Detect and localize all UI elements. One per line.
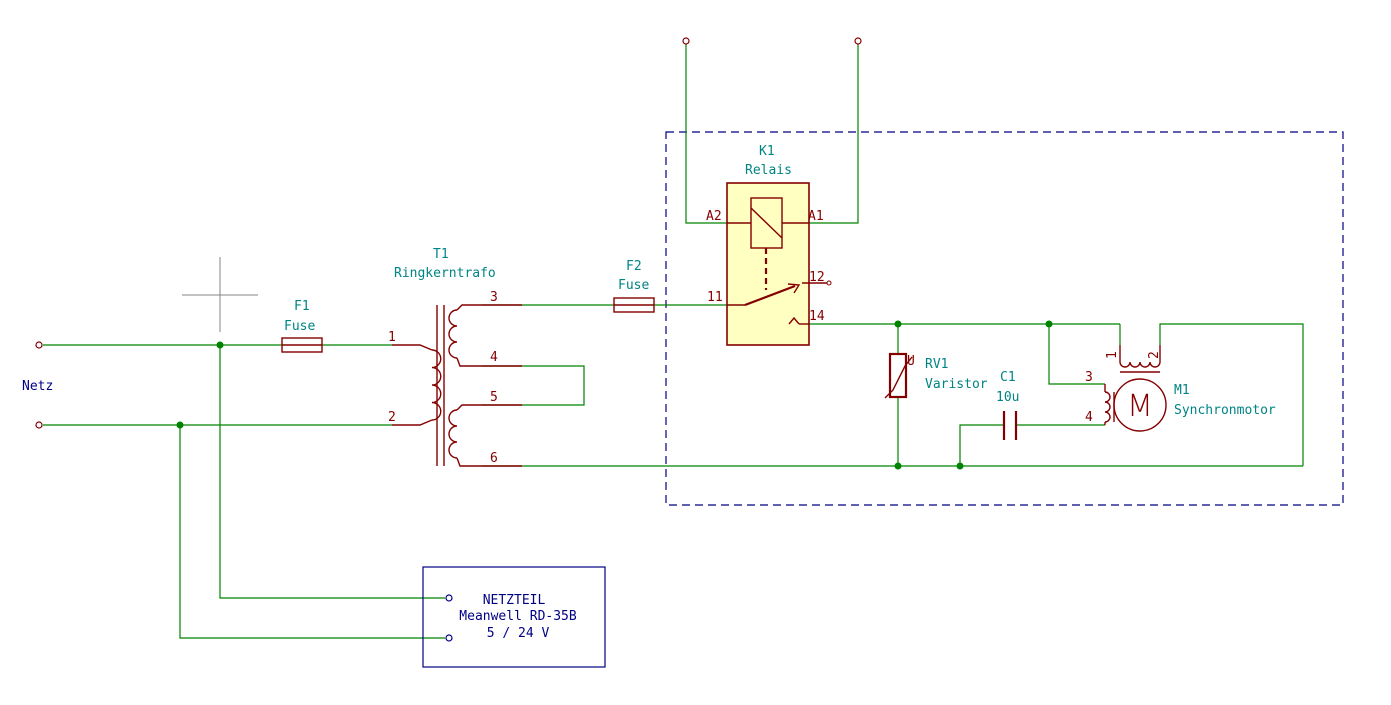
t1-ref: T1	[433, 247, 449, 262]
varistor-rv1: U RV1 Varistor	[884, 352, 988, 399]
terminals	[35, 37, 862, 429]
psu-netzteil: NETZTEIL Meanwell RD-35B 5 / 24 V	[422, 566, 606, 668]
rv1-u-label: U	[907, 354, 915, 369]
k1-pin-a2: A2	[706, 209, 722, 224]
enclosure-boundary	[665, 131, 1344, 506]
k1-pin-a1: A1	[808, 209, 824, 224]
t1-value: Ringkerntrafo	[394, 266, 496, 281]
rv1-value: Varistor	[925, 377, 988, 392]
c1-value: 10u	[996, 390, 1019, 405]
t1-pin-5: 5	[490, 390, 498, 405]
c1-ref: C1	[1000, 370, 1016, 385]
k1-value: Relais	[745, 163, 792, 178]
m1-m-label: M	[1127, 389, 1153, 424]
relay-k1: K1 Relais A2 A1 11 12 14	[706, 144, 832, 346]
netz-label: Netz	[22, 379, 53, 394]
m1-pin-3: 3	[1085, 370, 1093, 385]
t1-pin-1: 1	[388, 330, 396, 345]
motor-m1: M 1 2 3 4 M1 Synchronmotor	[1085, 345, 1276, 432]
f1-value: Fuse	[284, 319, 315, 334]
capacitor-c1: C1 10u	[996, 370, 1019, 440]
m1-value: Synchronmotor	[1174, 403, 1276, 418]
rv1-ref: RV1	[925, 357, 948, 372]
fuse-f1: F1 Fuse	[281, 299, 323, 353]
m1-pin-2: 2	[1147, 351, 1162, 359]
f1-ref: F1	[294, 299, 310, 314]
psu-title: NETZTEIL	[483, 593, 546, 608]
t1-pin-3: 3	[490, 290, 498, 305]
psu-voltage: 5 / 24 V	[487, 626, 550, 641]
k1-pin-11: 11	[707, 290, 723, 305]
t1-pin-6: 6	[490, 451, 498, 466]
t1-pin-4: 4	[490, 350, 498, 365]
wires	[43, 44, 1304, 639]
t1-pin-2: 2	[388, 410, 396, 425]
f2-value: Fuse	[618, 278, 649, 293]
k1-ref: K1	[759, 144, 775, 159]
m1-ref: M1	[1174, 383, 1190, 398]
k1-pin-14: 14	[809, 309, 825, 324]
m1-pin-1: 1	[1105, 351, 1120, 359]
fuse-f2: F2 Fuse	[613, 259, 655, 313]
psu-model: Meanwell RD-35B	[459, 609, 577, 624]
k1-pin-12: 12	[809, 270, 825, 285]
f2-ref: F2	[626, 259, 642, 274]
junctions	[176, 320, 1053, 470]
crosshair-cursor	[182, 257, 258, 332]
m1-pin-4: 4	[1085, 410, 1093, 425]
transformer-t1: T1 Ringkerntrafo 1 2 3 4 5 6	[388, 247, 522, 467]
